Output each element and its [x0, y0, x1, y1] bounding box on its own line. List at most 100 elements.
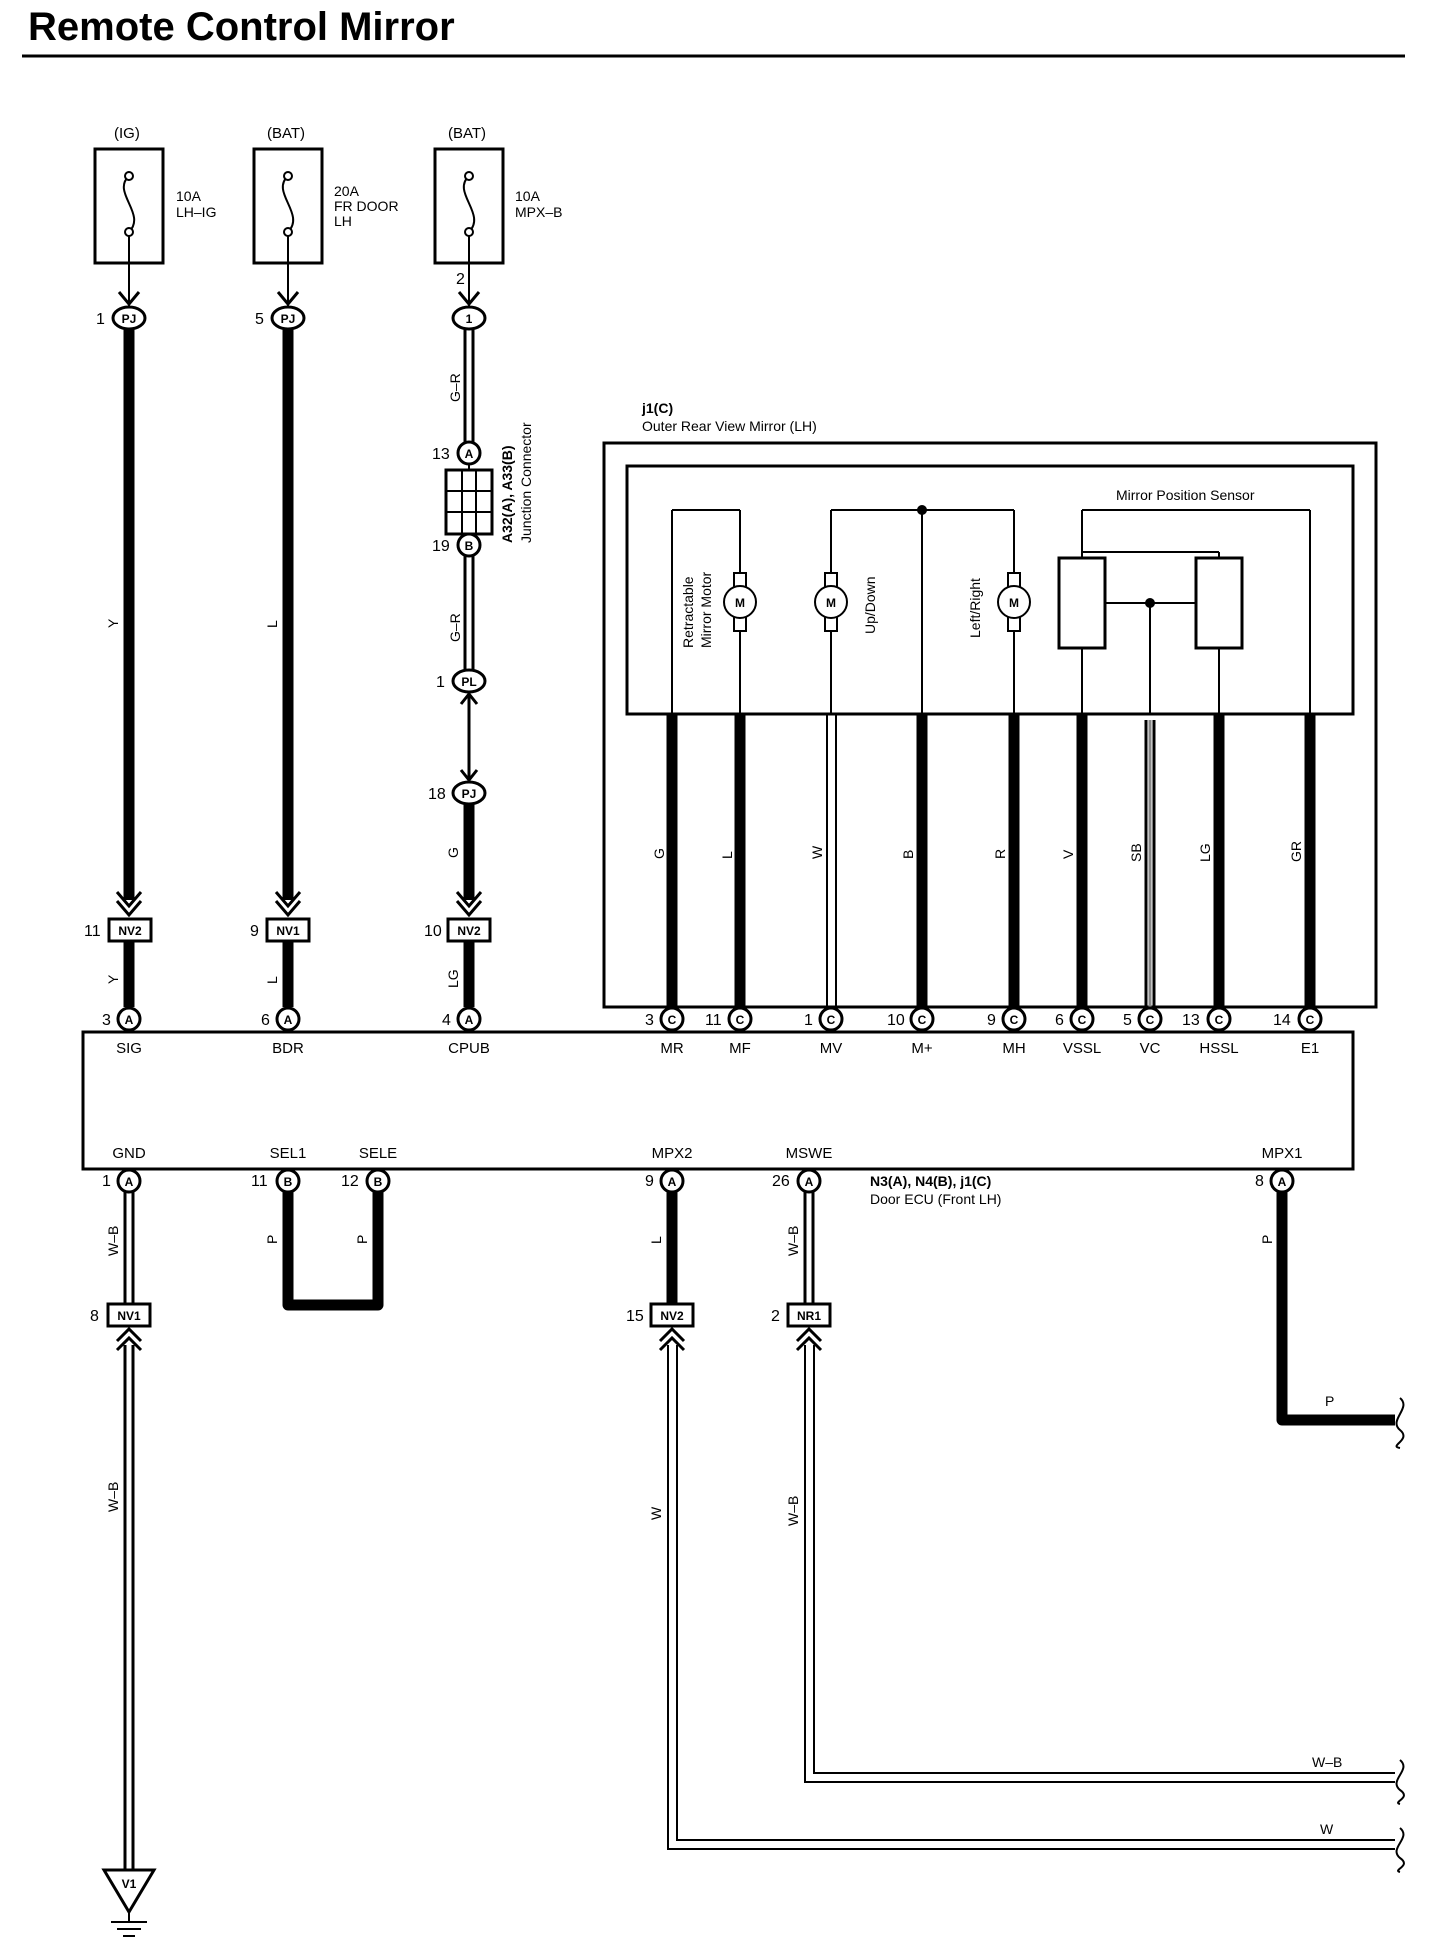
pin-number: 13: [1182, 1012, 1200, 1029]
wire-color-label: SB: [1128, 843, 1144, 862]
pin-name: SELE: [359, 1145, 397, 1162]
pin-code: C: [827, 1013, 836, 1027]
wire-color-label: LG: [1197, 843, 1213, 862]
pin-name: MV: [820, 1040, 843, 1057]
ground-triangle-icon: [101, 1868, 157, 1915]
fuse-lh-ig: (IG) 10A LH–IG: [93, 125, 216, 265]
leftright-motor-label: Left/Right: [967, 578, 983, 638]
page-title: Remote Control Mirror: [28, 5, 455, 49]
wire-color-label: W–B: [785, 1496, 801, 1526]
pin-code: B: [374, 1175, 383, 1189]
motor-icon: [997, 585, 1031, 619]
connector-code: PJ: [281, 312, 296, 326]
connector-code: NV2: [660, 1309, 684, 1323]
wire-color-label: Y: [105, 974, 121, 984]
wire-break-icon: [1395, 1759, 1405, 1805]
ground-code: V1: [122, 1877, 137, 1891]
pin-name: M+: [911, 1040, 932, 1057]
junction-pin-in-code: A: [465, 447, 474, 461]
pin-name: E1: [1301, 1040, 1319, 1057]
connector-code: PJ: [462, 787, 477, 801]
pin-number: 1: [102, 1173, 111, 1190]
pin-number: 12: [341, 1173, 359, 1190]
mirror-name: Outer Rear View Mirror (LH): [642, 418, 817, 434]
sensor-resistor-vertical: [1057, 556, 1107, 650]
pin-number: 9: [987, 1012, 996, 1029]
connector-pin: 1: [436, 674, 445, 691]
wire-color-label: P: [1325, 1393, 1334, 1409]
pin-code: C: [1078, 1013, 1087, 1027]
connector-pin: 11: [84, 923, 101, 940]
connector-1: 1: [451, 305, 487, 331]
pin-name: SEL1: [270, 1145, 307, 1162]
pin-code: A: [125, 1013, 134, 1027]
connector-pin: 18: [428, 786, 446, 803]
ecu-pin-hssl: 13 C HSSL: [1182, 1006, 1239, 1057]
wire-color-label: W: [648, 1506, 664, 1520]
pin-number: 8: [1255, 1173, 1264, 1190]
pin-code: C: [918, 1013, 927, 1027]
junction-connector: 13 A 19 B A32(A), A33(B) Junction Connec…: [432, 422, 534, 558]
ecu-bottom-pins: GND 1 A SEL1 11 B SELE 12 B MPX2 9 A MSW…: [102, 1145, 1303, 1194]
ecu-pin-vc: 5 C VC: [1123, 1006, 1163, 1057]
wire-color-label: W–B: [785, 1226, 801, 1256]
wire-break-icon: [1395, 1827, 1405, 1873]
pin-name: CPUB: [448, 1040, 490, 1057]
wire-color-label: W–B: [105, 1226, 121, 1256]
pin-number: 14: [1273, 1012, 1291, 1029]
pin-code: C: [1306, 1013, 1315, 1027]
fuse-name: FR DOOR: [334, 198, 399, 214]
pin-number: 11: [251, 1173, 268, 1190]
pin-number: 5: [1123, 1012, 1132, 1029]
pin-name: VC: [1140, 1040, 1161, 1057]
connector-pin: 2: [771, 1308, 780, 1325]
pin-number: 4: [442, 1012, 451, 1029]
pin-name: GND: [112, 1145, 146, 1162]
ecu-pin-mplus: 10 C M+: [887, 1006, 935, 1057]
connector-code: PJ: [122, 312, 137, 326]
connector-pin: 9: [250, 923, 259, 940]
wire-color-label: LG: [445, 969, 461, 988]
pin-name: MPX1: [1262, 1145, 1303, 1162]
ecu-pin-sig: 3 A SIG: [102, 1006, 142, 1057]
fuse-element-icon: [281, 175, 295, 233]
wire-color-label: L: [264, 976, 280, 984]
pin-code: C: [668, 1013, 677, 1027]
connector-code: NV1: [117, 1309, 141, 1323]
junction-pin-in: 13: [432, 446, 450, 463]
connector-nv2-11: 11 NV2: [84, 917, 153, 943]
wire-g-r-lower: [463, 556, 475, 670]
ecu-pin-mr: 3 C MR: [645, 1006, 685, 1057]
connector-code: NR1: [797, 1309, 821, 1323]
wire-color-label: W: [809, 845, 825, 859]
wire-w-b-mswe-upper: [803, 1192, 815, 1304]
wire-color-label: G–R: [447, 373, 463, 402]
junction-desc: Junction Connector: [518, 422, 534, 543]
wire-color-label: GR: [1288, 841, 1304, 862]
pin-code: C: [1010, 1013, 1019, 1027]
connector-pj-5: 5 PJ: [255, 305, 306, 331]
pin-name: VSSL: [1063, 1040, 1101, 1057]
wire-w-b-gnd-lower: [123, 1345, 135, 1870]
ecu-pin-cpub: 4 A CPUB: [442, 1006, 490, 1057]
pin-number: 3: [645, 1012, 654, 1029]
connector-nv2-10: 10 NV2: [424, 917, 492, 943]
junction-pin-out: 19: [432, 538, 450, 555]
pin-number: 3: [102, 1012, 111, 1029]
wire-w-out: [667, 1345, 1395, 1850]
connector-pin: 8: [90, 1308, 99, 1325]
wire-color-label: V: [1060, 849, 1076, 859]
ecu-pin-vssl: 6 C VSSL: [1055, 1006, 1101, 1057]
ground-v1: V1: [101, 1868, 157, 1937]
ecu-pin-e1: 14 C E1: [1273, 1006, 1323, 1057]
wire-color-label: W–B: [105, 1482, 121, 1512]
connector-code: NV2: [118, 924, 142, 938]
fuse-rating: 10A: [515, 188, 541, 204]
wire-color-label: L: [648, 1236, 664, 1244]
pin-name: MSWE: [786, 1145, 833, 1162]
connector-nv1-8: 8 NV1: [90, 1302, 152, 1328]
pin-name: MPX2: [652, 1145, 693, 1162]
connector-pj-1: 1 PJ: [96, 305, 147, 331]
pin-code: A: [805, 1175, 814, 1189]
connector-code: NV1: [276, 924, 300, 938]
